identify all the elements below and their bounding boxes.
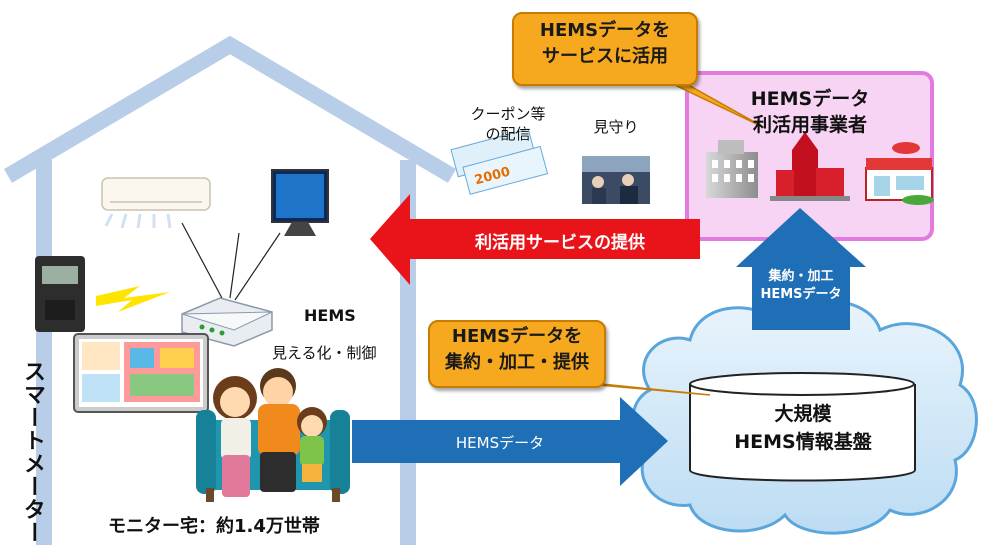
aggregated-data-arrow (736, 208, 866, 330)
store-building-icon (865, 142, 934, 205)
router-connections (181, 222, 281, 301)
coupon-label: クーポン等 の配信 (468, 104, 548, 144)
callout-service-use: HEMSデータを サービスに活用 (512, 12, 698, 86)
platform-label-line1: 大規模 (774, 403, 832, 425)
watch-label: 見守り (593, 118, 639, 136)
hems-data-arrow (352, 397, 668, 486)
family-illustration (196, 368, 350, 502)
callout-aggregate-line2: 集約・加工・提供 (445, 352, 589, 373)
watch-service-image (582, 156, 650, 204)
coupon-label-line2: の配信 (485, 125, 531, 143)
callout-service-use-line2: サービスに活用 (542, 46, 668, 67)
callout-aggregate: HEMSデータを 集約・加工・提供 (428, 320, 606, 388)
coupon-label-line1: クーポン等 (470, 105, 546, 123)
operator-title: HEMSデータ 利活用事業者 (690, 86, 930, 138)
monitor-icon (271, 169, 329, 236)
aggregated-data-label-line1: 集約・加工 (768, 269, 834, 284)
air-conditioner-icon (101, 177, 211, 229)
callout-service-use-line1: HEMSデータを (539, 20, 671, 41)
database-cylinder (689, 372, 916, 482)
monitor-household-label: モニター宅：約1.4万世帯 (108, 516, 320, 537)
operator-title-line2: 利活用事業者 (752, 114, 867, 136)
aggregated-data-label-line2: HEMSデータ (760, 287, 842, 302)
tablet-display-icon (73, 333, 209, 413)
provide-service-label: 利活用サービスの提供 (475, 233, 645, 253)
office-building-icon (706, 140, 758, 198)
hems-label: HEMS (304, 306, 356, 325)
wireless-signal-icon (96, 286, 170, 312)
platform-label: 大規模 HEMS情報基盤 (700, 400, 906, 456)
smart-meter-icon (35, 256, 85, 332)
smart-meter-label: スマートメーター (20, 360, 45, 544)
callout-aggregate-line1: HEMSデータを (451, 326, 583, 347)
operator-title-line1: HEMSデータ (750, 88, 870, 110)
coupon-image: 2000 (450, 128, 549, 195)
aggregated-data-label: 集約・加工 HEMSデータ (752, 268, 850, 304)
hems-data-arrow-label: HEMSデータ (455, 434, 545, 452)
hems-sub-label: 見える化・制御 (272, 344, 377, 362)
platform-label-line2: HEMS情報基盤 (734, 431, 872, 453)
tower-building-icon (770, 132, 850, 201)
service-provision-arrow (370, 194, 700, 285)
